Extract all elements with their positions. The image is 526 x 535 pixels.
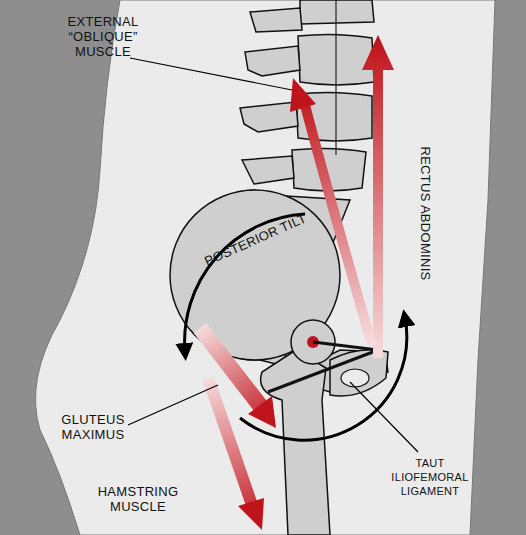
muscle-label: HAMSTRING MUSCLE — [88, 484, 188, 514]
muscle-label: EXTERNAL “OBLIQUE” MUSCLE — [48, 14, 158, 59]
muscle-label: GLUTEUS MAXIMUS — [48, 412, 138, 442]
muscle-label: RECTUS ABDOMINIS — [418, 124, 433, 304]
ligament-label: TAUT ILIOFEMORAL LIGAMENT — [380, 456, 480, 498]
